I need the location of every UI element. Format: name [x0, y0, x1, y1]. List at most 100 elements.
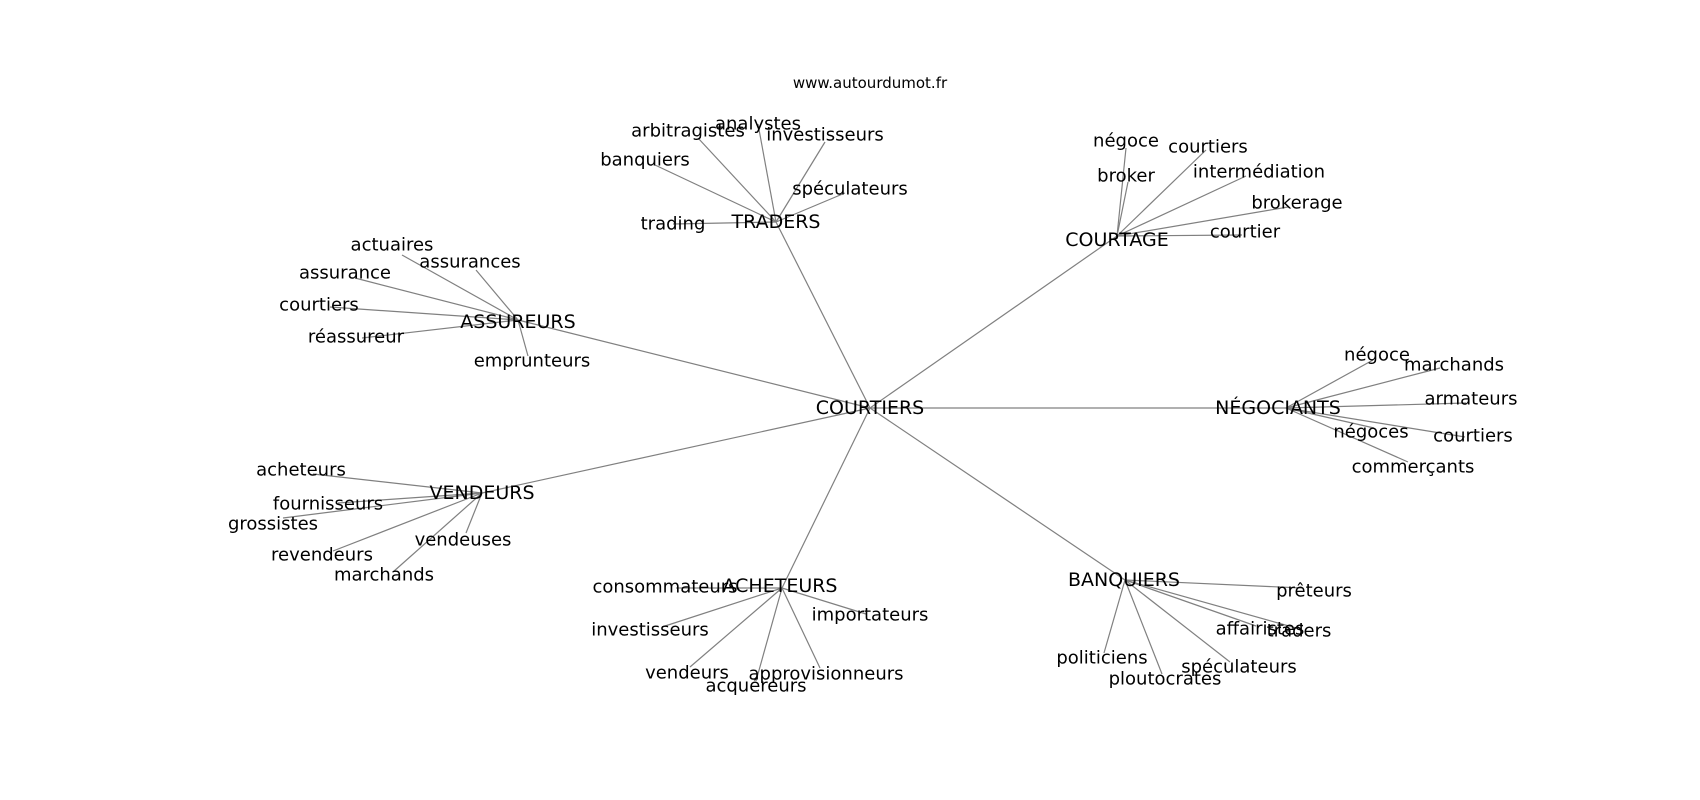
edge-courtage-word-4 [1116, 206, 1289, 237]
edge-negociants-word-5 [1285, 407, 1409, 463]
edge-assureurs-word-1 [475, 269, 519, 321]
edge-negociants-word-0 [1285, 359, 1374, 409]
edge-courtage-word-1 [1116, 149, 1207, 237]
edge-courtage-word-3 [1116, 175, 1247, 237]
edge-root-to-banquiers [869, 407, 1126, 581]
edge-traders-word-1 [697, 137, 777, 223]
edge-root-to-assureurs [517, 319, 871, 409]
edge-acheteurs-word-4 [781, 587, 821, 669]
word-node-traders-1: arbitragistes [631, 121, 745, 142]
edge-vendeurs-word-2 [282, 492, 483, 519]
word-node-traders-4: spéculateurs [792, 179, 908, 200]
word-node-traders-2: investisseurs [766, 125, 884, 146]
word-node-vendeurs-5: marchands [334, 565, 434, 586]
word-node-assureurs-0: actuaires [351, 235, 434, 256]
edge-vendeurs-word-3 [465, 492, 483, 534]
word-node-courtage-1: courtiers [1168, 137, 1248, 158]
word-node-negociants-3: négoces [1333, 422, 1408, 443]
hub-node-traders: TRADERS [731, 211, 821, 233]
edge-negociants-word-4 [1285, 407, 1466, 438]
word-node-acheteurs-4: approvisionneurs [748, 664, 903, 685]
word-node-traders-5: trading [641, 214, 706, 235]
edge-acheteurs-word-1 [781, 587, 867, 615]
edge-root-to-traders [775, 221, 871, 409]
word-node-assureurs-4: réassureur [308, 327, 405, 348]
hub-node-acheteurs: ACHETEURS [722, 575, 837, 597]
edge-traders-word-2 [775, 141, 826, 223]
edge-courtage-word-2 [1116, 181, 1129, 237]
word-node-vendeurs-1: fournisseurs [273, 494, 383, 515]
edge-traders-word-5 [672, 221, 777, 225]
hub-node-banquiers: BANQUIERS [1068, 569, 1180, 591]
word-node-traders-3: banquiers [600, 150, 690, 171]
word-node-courtage-5: courtier [1210, 222, 1281, 243]
hub-node-assureurs: ASSUREURS [460, 311, 575, 333]
word-node-acheteurs-2: investisseurs [591, 620, 709, 641]
edge-root-to-acheteurs [781, 407, 871, 589]
word-node-acheteurs-1: importateurs [812, 605, 929, 626]
word-node-banquiers-3: politiciens [1056, 648, 1147, 669]
word-node-assureurs-1: assurances [419, 252, 520, 273]
edge-courtage-word-5 [1116, 234, 1243, 237]
word-node-banquiers-5: ploutocrates [1109, 669, 1222, 690]
edge-root-to-courtage [869, 235, 1118, 409]
word-node-courtage-0: négoce [1093, 131, 1159, 152]
word-node-negociants-1: marchands [1404, 355, 1504, 376]
edge-courtage-word-0 [1116, 147, 1127, 237]
word-node-acheteurs-3: vendeurs [645, 663, 729, 684]
edge-acheteurs-word-5 [755, 587, 783, 682]
edge-traders-word-0 [757, 123, 777, 223]
edge-banquiers-word-0 [1124, 579, 1303, 589]
word-node-assureurs-2: assurance [299, 263, 391, 284]
edge-assureurs-word-2 [354, 277, 519, 321]
word-node-banquiers-0: prêteurs [1276, 581, 1352, 602]
graph-edges [282, 123, 1467, 682]
edge-banquiers-word-3 [1103, 579, 1126, 654]
word-node-acheteurs-5: acquéreurs [705, 676, 806, 697]
edge-banquiers-word-2 [1124, 579, 1297, 629]
graph-labels: www.autourdumot.fr analystesarbitragiste… [228, 74, 1518, 697]
word-node-negociants-2: armateurs [1425, 389, 1518, 410]
edge-banquiers-word-1 [1124, 579, 1257, 627]
edge-traders-word-4 [775, 192, 846, 223]
word-node-banquiers-1: affairistes [1216, 619, 1305, 640]
edge-negociants-word-2 [1285, 402, 1467, 409]
edge-banquiers-word-5 [1124, 579, 1163, 675]
hub-node-courtage: COURTAGE [1065, 229, 1168, 251]
edge-assureurs-word-4 [361, 319, 519, 339]
word-node-negociants-4: courtiers [1433, 426, 1513, 447]
edge-vendeurs-word-1 [337, 492, 483, 504]
edge-vendeurs-word-4 [332, 492, 483, 552]
edge-banquiers-word-4 [1124, 579, 1231, 663]
edge-negociants-word-3 [1285, 407, 1375, 429]
word-node-banquiers-2: traders [1267, 621, 1332, 642]
hub-node-vendeurs: VENDEURS [429, 482, 534, 504]
hub-node-negociants: NÉGOCIANTS [1215, 396, 1341, 419]
word-node-courtage-4: brokerage [1251, 193, 1342, 214]
watermark-text: www.autourdumot.fr [793, 74, 948, 92]
word-node-assureurs-3: courtiers [279, 295, 359, 316]
word-node-traders-0: analystes [715, 114, 801, 135]
edge-acheteurs-word-2 [661, 587, 783, 628]
word-node-vendeurs-0: acheteurs [256, 460, 346, 481]
edge-negociants-word-1 [1285, 367, 1441, 409]
edge-root-to-vendeurs [481, 407, 871, 494]
edge-assureurs-word-3 [329, 306, 519, 321]
edge-vendeurs-word-5 [392, 492, 483, 573]
word-node-vendeurs-2: grossistes [228, 514, 318, 535]
edge-acheteurs-word-3 [689, 587, 783, 668]
word-node-assureurs-5: emprunteurs [474, 351, 591, 372]
word-node-vendeurs-3: vendeuses [415, 530, 512, 551]
word-node-courtage-2: broker [1097, 166, 1155, 187]
edge-assureurs-word-5 [517, 319, 529, 357]
edge-assureurs-word-0 [401, 254, 519, 321]
edge-traders-word-3 [654, 164, 777, 223]
word-node-acheteurs-0: consommateurs [592, 577, 737, 598]
edge-vendeurs-word-0 [312, 473, 483, 494]
root-node: COURTIERS [816, 397, 924, 419]
word-node-courtage-3: intermédiation [1193, 162, 1325, 183]
word-node-banquiers-4: spéculateurs [1181, 657, 1297, 678]
word-node-negociants-0: négoce [1344, 345, 1410, 366]
word-node-negociants-5: commerçants [1352, 457, 1475, 478]
